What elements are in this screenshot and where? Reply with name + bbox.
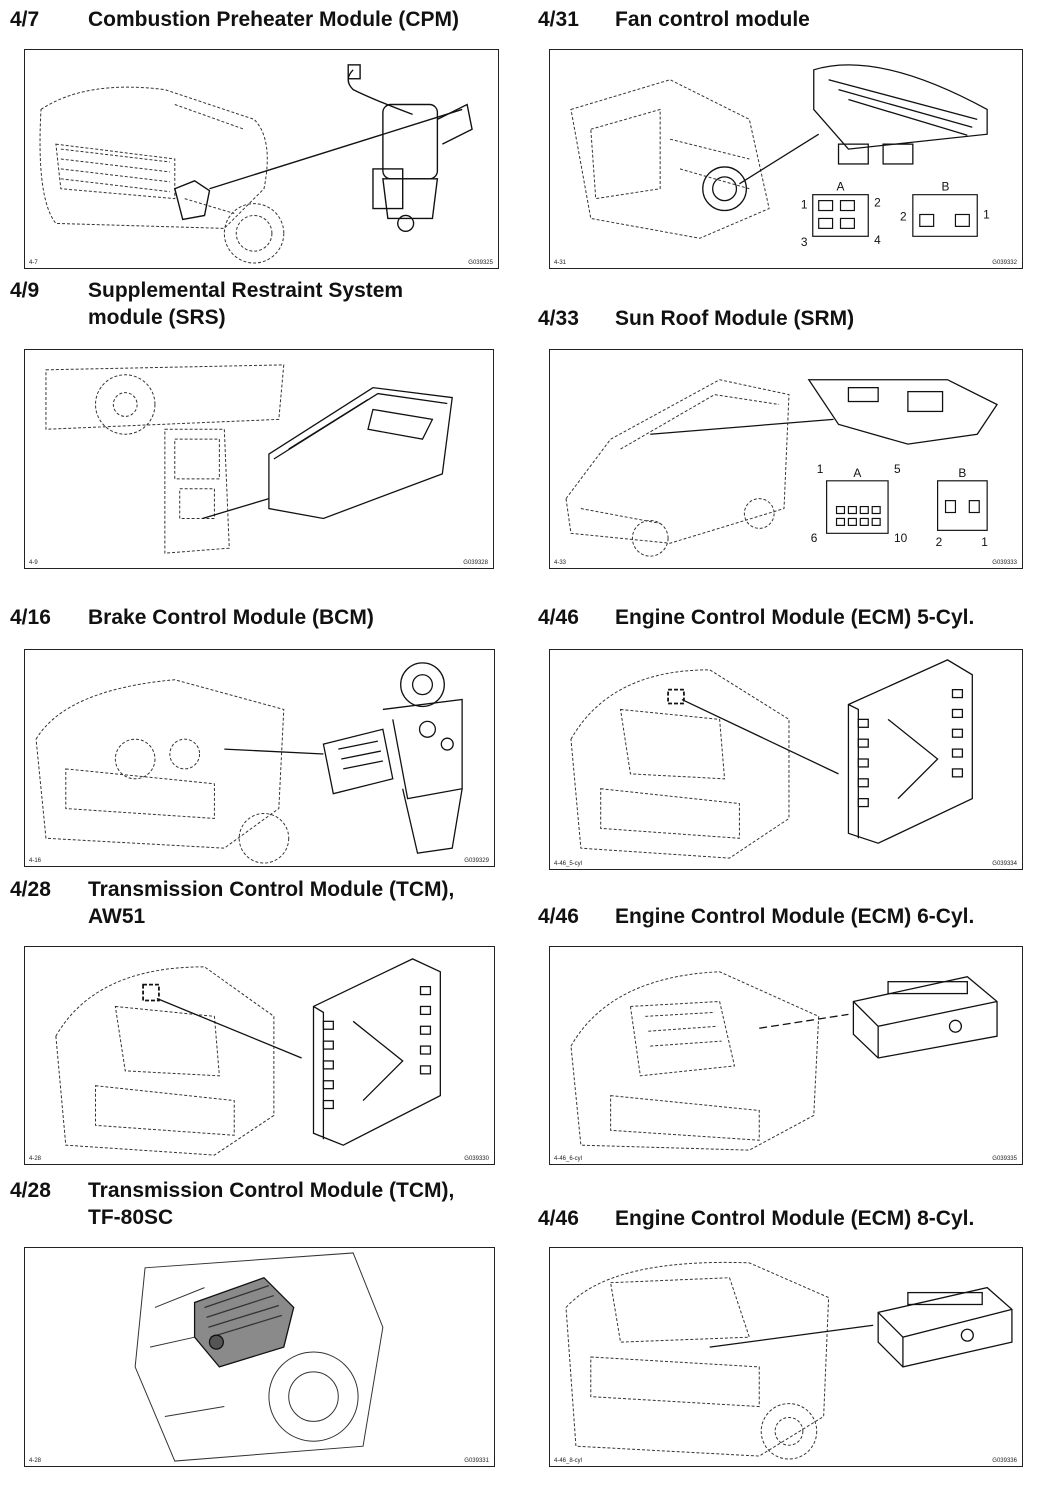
connector-b bbox=[912, 194, 978, 237]
section-title: Engine Control Module (ECM) 6-Cyl. bbox=[615, 905, 975, 928]
section-title-line1: Supplemental Restraint System bbox=[88, 279, 404, 302]
illustration-panel-bcm: 4-16 G039329 bbox=[24, 649, 495, 867]
tcm-aw51-illustration bbox=[55, 958, 441, 1156]
pin-label: 1 bbox=[801, 198, 808, 212]
section-title-line2: module (SRS) bbox=[88, 306, 226, 329]
figure-ref-right: G039336 bbox=[992, 1458, 1017, 1464]
illustration-panel-fan: A B 1 2 3 4 2 1 4-31 G039332 bbox=[549, 49, 1023, 269]
fan-module-illustration: A B 1 2 3 4 2 1 bbox=[570, 64, 990, 249]
section-number: 4/46 bbox=[538, 905, 579, 928]
connector-b bbox=[937, 480, 988, 531]
tcm-tf80sc-illustration bbox=[134, 1252, 384, 1462]
section-title: Combustion Preheater Module (CPM) bbox=[88, 8, 460, 31]
figure-ref-right: G039335 bbox=[992, 1156, 1017, 1162]
ecm-6cyl-illustration bbox=[570, 971, 998, 1151]
section-title-line2: AW51 bbox=[88, 905, 146, 928]
ecm-5cyl-illustration bbox=[570, 659, 973, 859]
section-title: Sun Roof Module (SRM) bbox=[615, 307, 855, 330]
illustration-panel-srm: A B 1 5 6 10 2 1 4-33 G039333 bbox=[549, 349, 1023, 569]
section-title-line2: TF-80SC bbox=[88, 1206, 174, 1229]
section-number: 4/16 bbox=[10, 606, 51, 629]
figure-ref-left: 4-16 bbox=[29, 858, 42, 864]
section-heading-tcm-tf80sc: 4/28 Transmission Control Module (TCM), … bbox=[10, 1177, 520, 1233]
figure-ref-right: G039330 bbox=[464, 1156, 489, 1162]
illustration-panel-ecm-6cyl: 4-46_6-cyl G039335 bbox=[549, 946, 1023, 1165]
connector-a bbox=[826, 480, 889, 534]
bcm-illustration bbox=[35, 662, 463, 864]
section-title: Engine Control Module (ECM) 5-Cyl. bbox=[615, 606, 975, 629]
connector-b-label: B bbox=[958, 466, 966, 480]
figure-ref-right: G039328 bbox=[463, 560, 488, 566]
section-number: 4/46 bbox=[538, 606, 579, 629]
pin-label: 2 bbox=[936, 535, 943, 549]
illustration-panel-tcm-tf80sc: 4-28 G039331 bbox=[24, 1247, 495, 1467]
ecm-8cyl-illustration bbox=[565, 1261, 1013, 1460]
section-title: Engine Control Module (ECM) 8-Cyl. bbox=[615, 1207, 975, 1230]
figure-ref-left: 4-31 bbox=[554, 260, 567, 266]
section-heading-srs: 4/9 Supplemental Restraint System module… bbox=[10, 277, 510, 333]
car-front-cpm-illustration bbox=[39, 64, 473, 264]
srs-module-illustration bbox=[45, 364, 453, 554]
figure-ref-left: 4-46_6-cyl bbox=[554, 1156, 583, 1162]
section-number: 4/33 bbox=[538, 307, 579, 330]
pin-label: 5 bbox=[894, 462, 901, 476]
connector-a-label: A bbox=[853, 466, 861, 480]
sunroof-module-illustration: A B 1 5 6 10 2 1 bbox=[565, 379, 999, 557]
illustration-panel-cpm: 4-7 G039325 bbox=[24, 49, 499, 269]
figure-ref-right: G039332 bbox=[992, 260, 1017, 266]
pin-label: 1 bbox=[817, 462, 824, 476]
illustration-panel-ecm-8cyl: 4-46_8-cyl G039336 bbox=[549, 1247, 1023, 1467]
section-title: Brake Control Module (BCM) bbox=[88, 606, 374, 629]
pin-label: 1 bbox=[981, 535, 988, 549]
section-number: 4/28 bbox=[10, 1179, 51, 1202]
pin-label: 3 bbox=[801, 235, 808, 249]
section-heading-tcm-aw51: 4/28 Transmission Control Module (TCM), … bbox=[10, 876, 520, 932]
illustration-panel-tcm-aw51: 4-28 G039330 bbox=[24, 946, 495, 1165]
connector-a bbox=[812, 194, 869, 237]
section-title-line1: Transmission Control Module (TCM), bbox=[88, 878, 455, 901]
pin-label: 4 bbox=[874, 233, 881, 247]
figure-ref-left: 4-28 bbox=[29, 1458, 42, 1464]
figure-ref-right: G039333 bbox=[992, 560, 1017, 566]
figure-ref-left: 4-7 bbox=[29, 260, 38, 266]
section-title: Fan control module bbox=[615, 8, 810, 31]
pin-label: 1 bbox=[983, 207, 990, 221]
connector-b-label: B bbox=[942, 180, 950, 194]
pin-label: 2 bbox=[874, 196, 881, 210]
pin-label: 6 bbox=[811, 531, 818, 545]
section-number: 4/7 bbox=[10, 8, 40, 31]
figure-ref-left: 4-33 bbox=[554, 560, 567, 566]
section-number: 4/31 bbox=[538, 8, 579, 31]
figure-ref-left: 4-46_8-cyl bbox=[554, 1458, 583, 1464]
illustration-panel-srs: 4-9 G039328 bbox=[24, 349, 494, 569]
illustration-panel-ecm-5cyl: 4-46_5-cyl G039334 bbox=[549, 649, 1023, 870]
pin-label: 2 bbox=[900, 209, 907, 223]
figure-ref-left: 4-9 bbox=[29, 560, 38, 566]
figure-ref-left: 4-46_5-cyl bbox=[554, 861, 583, 867]
pin-label: 10 bbox=[894, 531, 908, 545]
figure-ref-right: G039334 bbox=[992, 861, 1017, 867]
figure-ref-right: G039325 bbox=[468, 260, 493, 266]
connector-a-label: A bbox=[837, 180, 845, 194]
section-number: 4/9 bbox=[10, 279, 40, 302]
section-number: 4/46 bbox=[538, 1207, 579, 1230]
figure-ref-right: G039329 bbox=[464, 858, 489, 864]
section-title-line1: Transmission Control Module (TCM), bbox=[88, 1179, 455, 1202]
section-number: 4/28 bbox=[10, 878, 51, 901]
figure-ref-left: 4-28 bbox=[29, 1156, 42, 1162]
figure-ref-right: G039331 bbox=[464, 1458, 489, 1464]
